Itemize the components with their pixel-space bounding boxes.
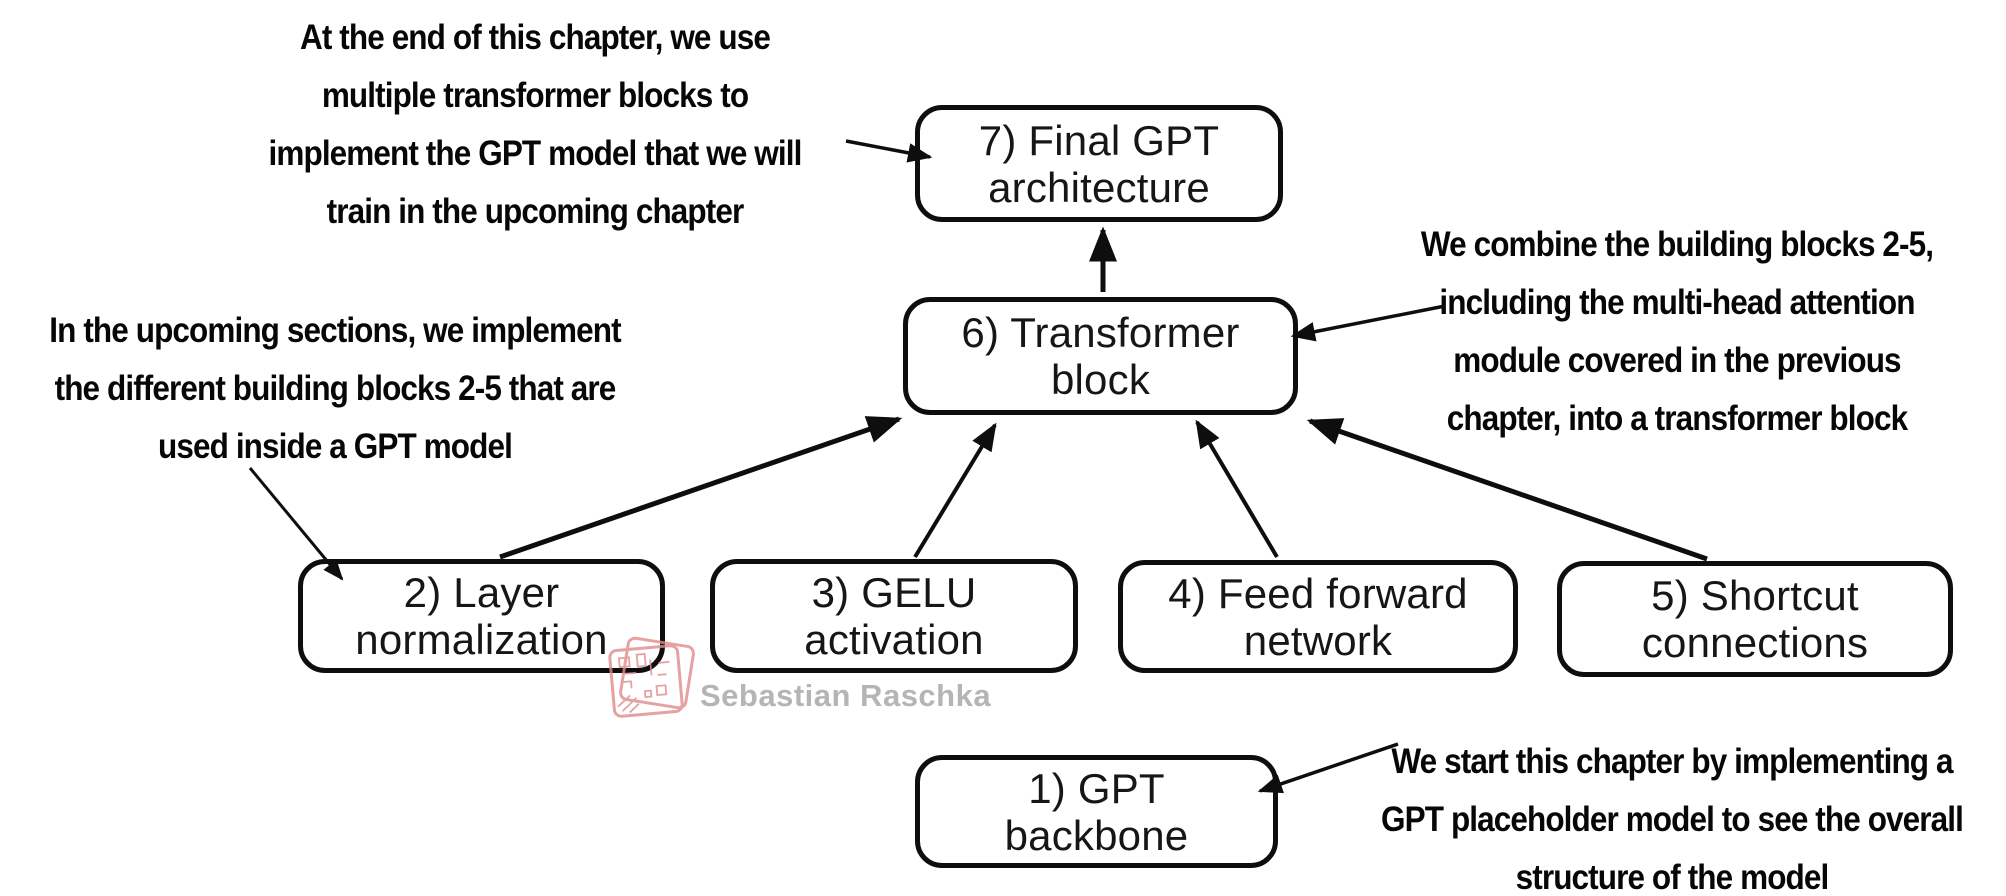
box-label-line: activation bbox=[804, 616, 984, 663]
box-feed-forward-network: 4) Feed forward network bbox=[1118, 560, 1518, 673]
annotation-left: In the upcoming sections, we implement t… bbox=[34, 302, 637, 476]
annotation-line: including the multi-head attention bbox=[1439, 283, 1915, 322]
box-gpt-backbone: 1) GPT backbone bbox=[915, 755, 1278, 868]
box-label-line: 7) Final GPT bbox=[978, 116, 1220, 164]
box-label-line: architecture bbox=[988, 163, 1210, 211]
annotation-line: At the end of this chapter, we use bbox=[300, 18, 771, 57]
annotation-top-left: At the end of this chapter, we use multi… bbox=[220, 9, 850, 241]
annotation-line: GPT placeholder model to see the overall bbox=[1381, 800, 1964, 839]
box-gelu-activation: 3) GELU activation bbox=[710, 559, 1078, 673]
box-label-line: backbone bbox=[1004, 811, 1189, 859]
annotation-bottom-right: We start this chapter by implementing a … bbox=[1375, 733, 1969, 896]
box-label-line: 4) Feed forward bbox=[1168, 569, 1468, 617]
box-label-line: block bbox=[1050, 356, 1151, 403]
box-layer-normalization: 2) Layer normalization bbox=[298, 559, 665, 673]
arrow-gelu-to-transformer bbox=[913, 422, 997, 559]
box-label-line: 2) Layer bbox=[403, 569, 560, 616]
box-label-line: 1) GPT bbox=[1028, 764, 1165, 812]
annotation-line: In the upcoming sections, we implement bbox=[49, 311, 621, 350]
arrow-feedforward-to-transformer bbox=[1195, 419, 1279, 559]
watermark-author-name: Sebastian Raschka bbox=[700, 678, 992, 713]
annotation-line: structure of the model bbox=[1515, 858, 1830, 896]
box-label-line: normalization bbox=[355, 616, 608, 663]
annotation-right: We combine the building blocks 2-5, incl… bbox=[1389, 216, 1965, 448]
annotation-line: chapter, into a transformer block bbox=[1446, 399, 1908, 438]
annotation-line: train in the upcoming chapter bbox=[326, 192, 745, 231]
box-final-gpt-architecture: 7) Final GPT architecture bbox=[915, 105, 1283, 222]
box-label-line: 6) Transformer bbox=[961, 309, 1240, 356]
annotation-line: implement the GPT model that we will bbox=[268, 134, 803, 173]
annotation-line: multiple transformer blocks to bbox=[321, 76, 749, 115]
annotation-line: the different building blocks 2-5 that a… bbox=[54, 369, 617, 408]
annotation-line: We combine the building blocks 2-5, bbox=[1420, 225, 1934, 264]
annotation-line: We start this chapter by implementing a bbox=[1391, 742, 1953, 781]
annotation-line: used inside a GPT model bbox=[158, 427, 513, 466]
box-transformer-block: 6) Transformer block bbox=[903, 297, 1298, 415]
box-label-line: connections bbox=[1641, 619, 1869, 666]
box-label-line: 5) Shortcut bbox=[1651, 572, 1859, 619]
annotation-line: module covered in the previous bbox=[1453, 341, 1901, 380]
box-label-line: 3) GELU bbox=[811, 569, 977, 616]
box-shortcut-connections: 5) Shortcut connections bbox=[1557, 561, 1953, 677]
box-label-line: network bbox=[1243, 616, 1393, 664]
